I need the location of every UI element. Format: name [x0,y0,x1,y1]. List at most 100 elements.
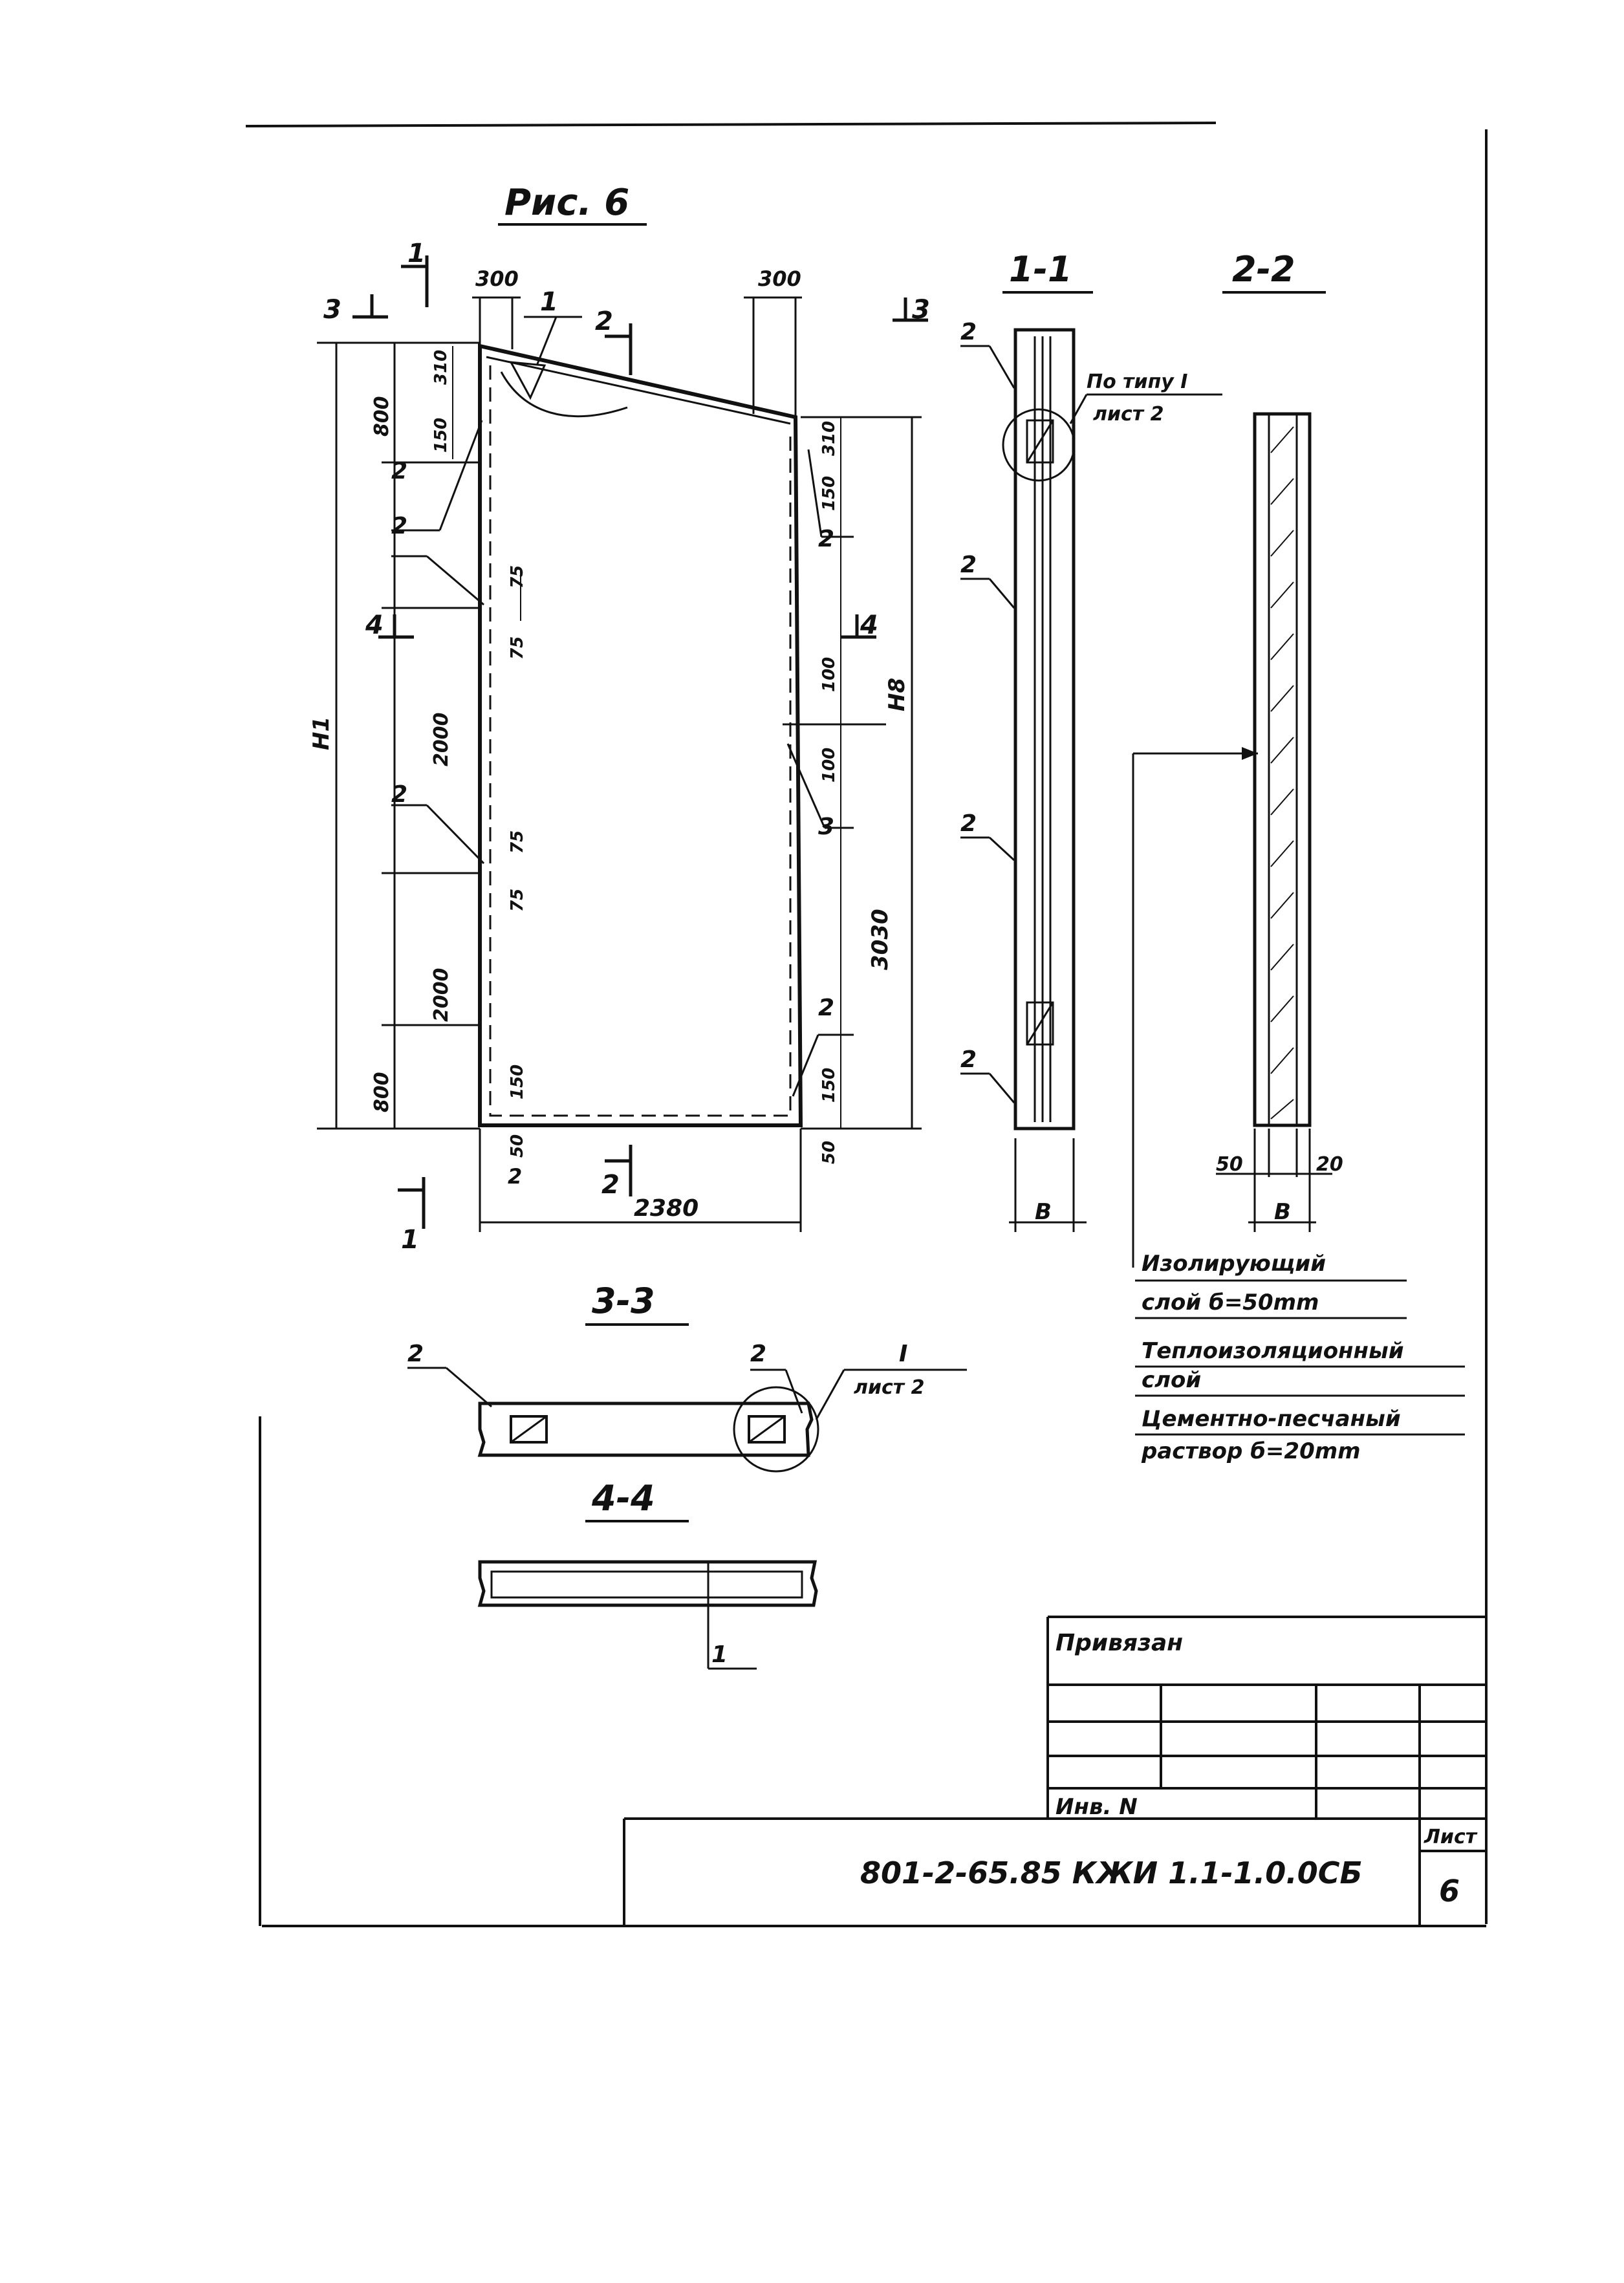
section-3-3-title: 3-3 [592,1281,655,1321]
dim-left-800-top: 800 [371,396,393,437]
legend-line-2: слой б=50mm [1142,1290,1319,1315]
cut-1-bottom: 1 [401,1225,419,1255]
section-cut-marks [352,255,928,1229]
section-1-1-title: 1-1 [1009,249,1072,290]
edge-cutout [500,371,628,418]
section-2-2-dims [1132,752,1332,1268]
dim-left-800-bot: 800 [371,1072,393,1112]
section-2-2-hatch [1270,426,1294,1120]
section-4-4-body [477,1560,818,1607]
lifting-detail [509,361,547,400]
s22-width-label: B [1274,1199,1291,1225]
callout-2-e: 2 [818,995,834,1021]
dim-h2: H8 [884,678,910,711]
anchor-detail-top [1026,419,1054,464]
dim-50-right-bottom: 50 [819,1141,839,1164]
legend-line-4: слой [1142,1367,1201,1393]
dim-150-right-bottom: 150 [819,1068,839,1103]
dim-100-right-a: 100 [819,657,839,692]
s11-note-line2: лист 2 [1093,403,1164,426]
panel-elevation: 300 300 H1 800 2000 2000 800 310 150 75 … [309,239,930,1255]
s33-callout-2-b: 2 [750,1341,766,1367]
callout-2-b: 2 [391,513,407,539]
s33-anchor-left [510,1415,548,1444]
layer-legend: Изолирующий слой б=50mm Теплоизоляционны… [1135,1251,1465,1464]
sheet-frame [245,122,1488,1927]
anchor-detail-bottom [1026,1001,1054,1046]
legend-line-6: раствор б=20mm [1141,1438,1361,1464]
section-1-1: 1-1 2 2 2 2 По типу I лист 2 B [960,249,1222,1232]
s11-note-line1: По типу I [1087,371,1187,393]
s11-callout-2-c: 2 [960,810,977,837]
dim-top-left: 300 [475,266,519,291]
dim-75-d: 75 [508,889,527,912]
legend-line-3: Теплоизоляционный [1142,1338,1404,1364]
dim-3030-right: 3030 [867,909,893,970]
cut-4-left: 4 [365,611,384,640]
s33-callout-2-a: 2 [407,1341,424,1367]
cut-2-top: 2 [595,307,613,336]
panel-outline [478,343,803,1127]
dim-150-right: 150 [819,476,839,511]
s33-note-line1: I [899,1341,907,1367]
title-attached: Привязан [1056,1630,1183,1656]
section-2-2: 2-2 [1132,249,1465,1464]
dim-75-a: 75 [508,565,527,589]
section-3-3: 3-3 2 2 I лист 2 [407,1281,967,1473]
panel-top-inner-edge [486,356,791,425]
cut-1-top: 1 [407,239,426,268]
dim-310-left: 310 [431,350,451,385]
s11-callout-2-d: 2 [960,1046,977,1073]
dim-width-2380: 2380 [634,1195,698,1222]
dim-50-bottom: 50 [508,1134,527,1158]
s11-callout-2-b: 2 [960,552,977,578]
cut-2-bottom: 2 [601,1170,620,1200]
section-4-4-title: 4-4 [591,1478,655,1519]
callout-2-d: 2 [818,526,834,552]
s44-callout-1: 1 [711,1641,728,1668]
dim-75-c: 75 [508,830,527,854]
cut-4-right: 4 [860,611,878,640]
title-block: Привязан Инв. N Лист 6 801-2-65.85 КЖИ 1… [623,1616,1486,1926]
dim-left-2000-b: 2000 [430,968,453,1022]
legend-line-5: Цементно-песчаный [1142,1406,1401,1432]
detail-circle-3-3 [733,1386,819,1473]
s22-dim-50: 50 [1216,1153,1243,1176]
dim-150-bottom: 150 [508,1065,527,1099]
s33-anchor-right [748,1415,786,1444]
callout-leaders [391,316,854,1097]
detail-circle-1-1 [1002,408,1076,482]
section-2-2-body [1253,412,1312,1127]
callout-1: 1 [540,287,558,317]
dim-100-right-b: 100 [819,748,839,783]
dim-150-left: 150 [431,418,451,453]
callout-3: 3 [818,814,834,840]
s33-note-line2: лист 2 [854,1376,924,1399]
cut-3-left: 3 [323,295,341,325]
dim-left-2000-a: 2000 [430,713,453,767]
callout-2-c: 2 [391,781,407,808]
dim-h1: H1 [309,717,334,750]
section-2-2-title: 2-2 [1232,249,1295,290]
callout-2-a: 2 [391,458,407,484]
section-3-3-leaders [407,1367,967,1420]
title-sheet-number: 6 [1439,1874,1460,1909]
dim-75-b: 75 [508,636,527,660]
arrow-head [1242,747,1258,760]
dim-310-right: 310 [819,421,839,456]
reinforcement-frame [489,365,792,1117]
s11-width-label: B [1035,1199,1052,1225]
dim-top-right: 300 [758,266,801,291]
callout-2-f: 2 [508,1164,522,1189]
s11-callout-2-a: 2 [960,319,977,345]
title-inv: Инв. N [1056,1794,1138,1820]
cut-3-right: 3 [912,295,930,325]
title-doc-code: 801-2-65.85 КЖИ 1.1-1.0.0СБ [860,1856,1363,1890]
section-1-1-leaders [960,345,1222,1232]
title-sheet-label: Лист [1424,1826,1478,1848]
section-4-4-inner [490,1570,803,1599]
section-4-4: 4-4 1 [477,1478,818,1670]
s22-dim-20: 20 [1316,1153,1343,1176]
